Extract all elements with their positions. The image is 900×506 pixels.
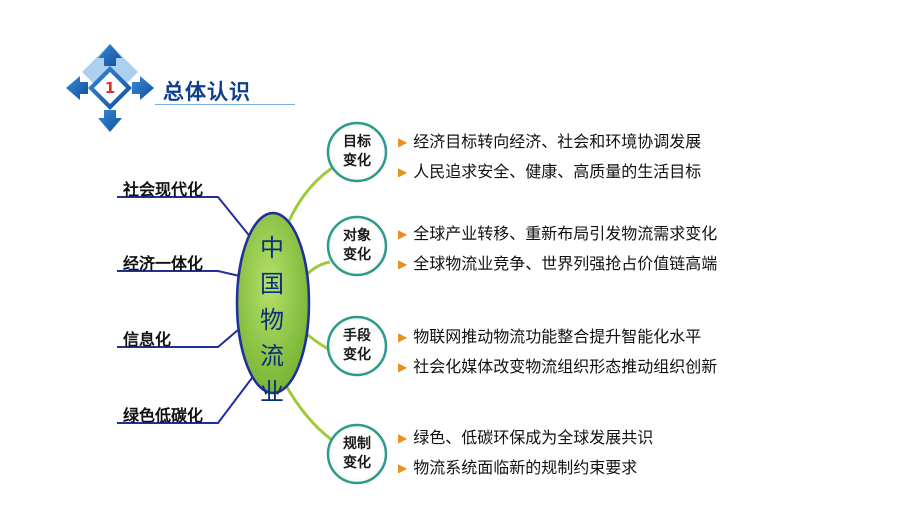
category-label-line: 变化 [343, 247, 371, 263]
badge-number: 1 [104, 79, 116, 97]
center-label: 中 国 物 流 业 [252, 230, 292, 410]
left-connector-3 [117, 323, 246, 348]
category-label-object: 对象 变化 [330, 227, 384, 265]
bullet-text: 经济目标转向经济、社会和环境协调发展 [413, 132, 702, 151]
bullet-arrow-icon: ▶ [398, 227, 408, 241]
title-underline [155, 104, 295, 105]
category-label-goal: 目标 变化 [330, 133, 384, 171]
left-item-green-low-carbon: 绿色低碳化 [123, 406, 204, 425]
right-connector-4 [282, 381, 333, 442]
center-char-1: 中 [260, 234, 284, 262]
center-char-2: 国 [260, 270, 284, 298]
category-label-line: 目标 [343, 134, 371, 150]
category-label-line: 变化 [343, 455, 371, 471]
bullet-arrow-icon: ▶ [398, 360, 408, 374]
center-ellipse [235, 211, 311, 395]
bullet-item: ▶ 全球物流业竞争、世界列强抢占价值链高端 [398, 250, 717, 274]
left-item-informatization: 信息化 [123, 330, 172, 349]
bullet-item: ▶ 社会化媒体改变物流组织形态推动组织创新 [398, 353, 717, 377]
bullet-arrow-icon: ▶ [398, 165, 408, 179]
bullet-text: 人民追求安全、健康、高质量的生活目标 [413, 162, 702, 181]
category-label-line: 手段 [343, 328, 371, 344]
bullet-arrow-icon: ▶ [398, 431, 408, 445]
category-circle-1 [326, 121, 388, 183]
bullet-text: 物联网推动物流功能整合提升智能化水平 [413, 327, 702, 346]
four-arrow-badge-icon [66, 44, 154, 132]
bullet-text: 社会化媒体改变物流组织形态推动组织创新 [413, 357, 718, 376]
left-item-social-modernization: 社会现代化 [123, 180, 204, 199]
bullet-text: 全球产业转移、重新布局引发物流需求变化 [413, 224, 718, 243]
bullet-item: ▶ 物联网推动物流功能整合提升智能化水平 [398, 323, 701, 347]
category-circle-3 [326, 315, 388, 377]
category-circles [326, 121, 388, 485]
bullet-item: ▶ 物流系统面临新的规制约束要求 [398, 454, 637, 478]
category-label-line: 变化 [343, 153, 371, 169]
bullet-text: 物流系统面临新的规制约束要求 [413, 458, 638, 477]
bullet-item: ▶ 人民追求安全、健康、高质量的生活目标 [398, 158, 701, 182]
bullet-arrow-icon: ▶ [398, 257, 408, 271]
bullet-arrow-icon: ▶ [398, 135, 408, 149]
center-char-4: 流 [260, 342, 284, 370]
bullet-item: ▶ 绿色、低碳环保成为全球发展共识 [398, 424, 653, 448]
left-connector-2 [117, 270, 245, 278]
center-char-3: 物 [260, 306, 284, 334]
bullet-arrow-icon: ▶ [398, 461, 408, 475]
left-item-economic-integration: 经济一体化 [123, 254, 204, 273]
category-circle-2 [326, 215, 388, 277]
category-label-line: 变化 [343, 347, 371, 363]
left-connector-1 [117, 196, 253, 240]
left-connector-4 [117, 369, 259, 424]
category-label-line: 对象 [343, 228, 371, 244]
left-connectors [117, 196, 259, 424]
section-title: 总体认识 [163, 80, 251, 104]
bullet-text: 绿色、低碳环保成为全球发展共识 [413, 428, 654, 447]
bullet-arrow-icon: ▶ [398, 330, 408, 344]
bullet-item: ▶ 经济目标转向经济、社会和环境协调发展 [398, 128, 701, 152]
center-char-5: 业 [260, 378, 284, 406]
bullet-text: 全球物流业竞争、世界列强抢占价值链高端 [413, 254, 718, 273]
bullet-item: ▶ 全球产业转移、重新布局引发物流需求变化 [398, 220, 717, 244]
category-label-line: 规制 [343, 436, 371, 452]
category-circle-4 [326, 423, 388, 485]
category-label-means: 手段 变化 [330, 327, 384, 365]
category-label-regulation: 规制 变化 [330, 435, 384, 473]
